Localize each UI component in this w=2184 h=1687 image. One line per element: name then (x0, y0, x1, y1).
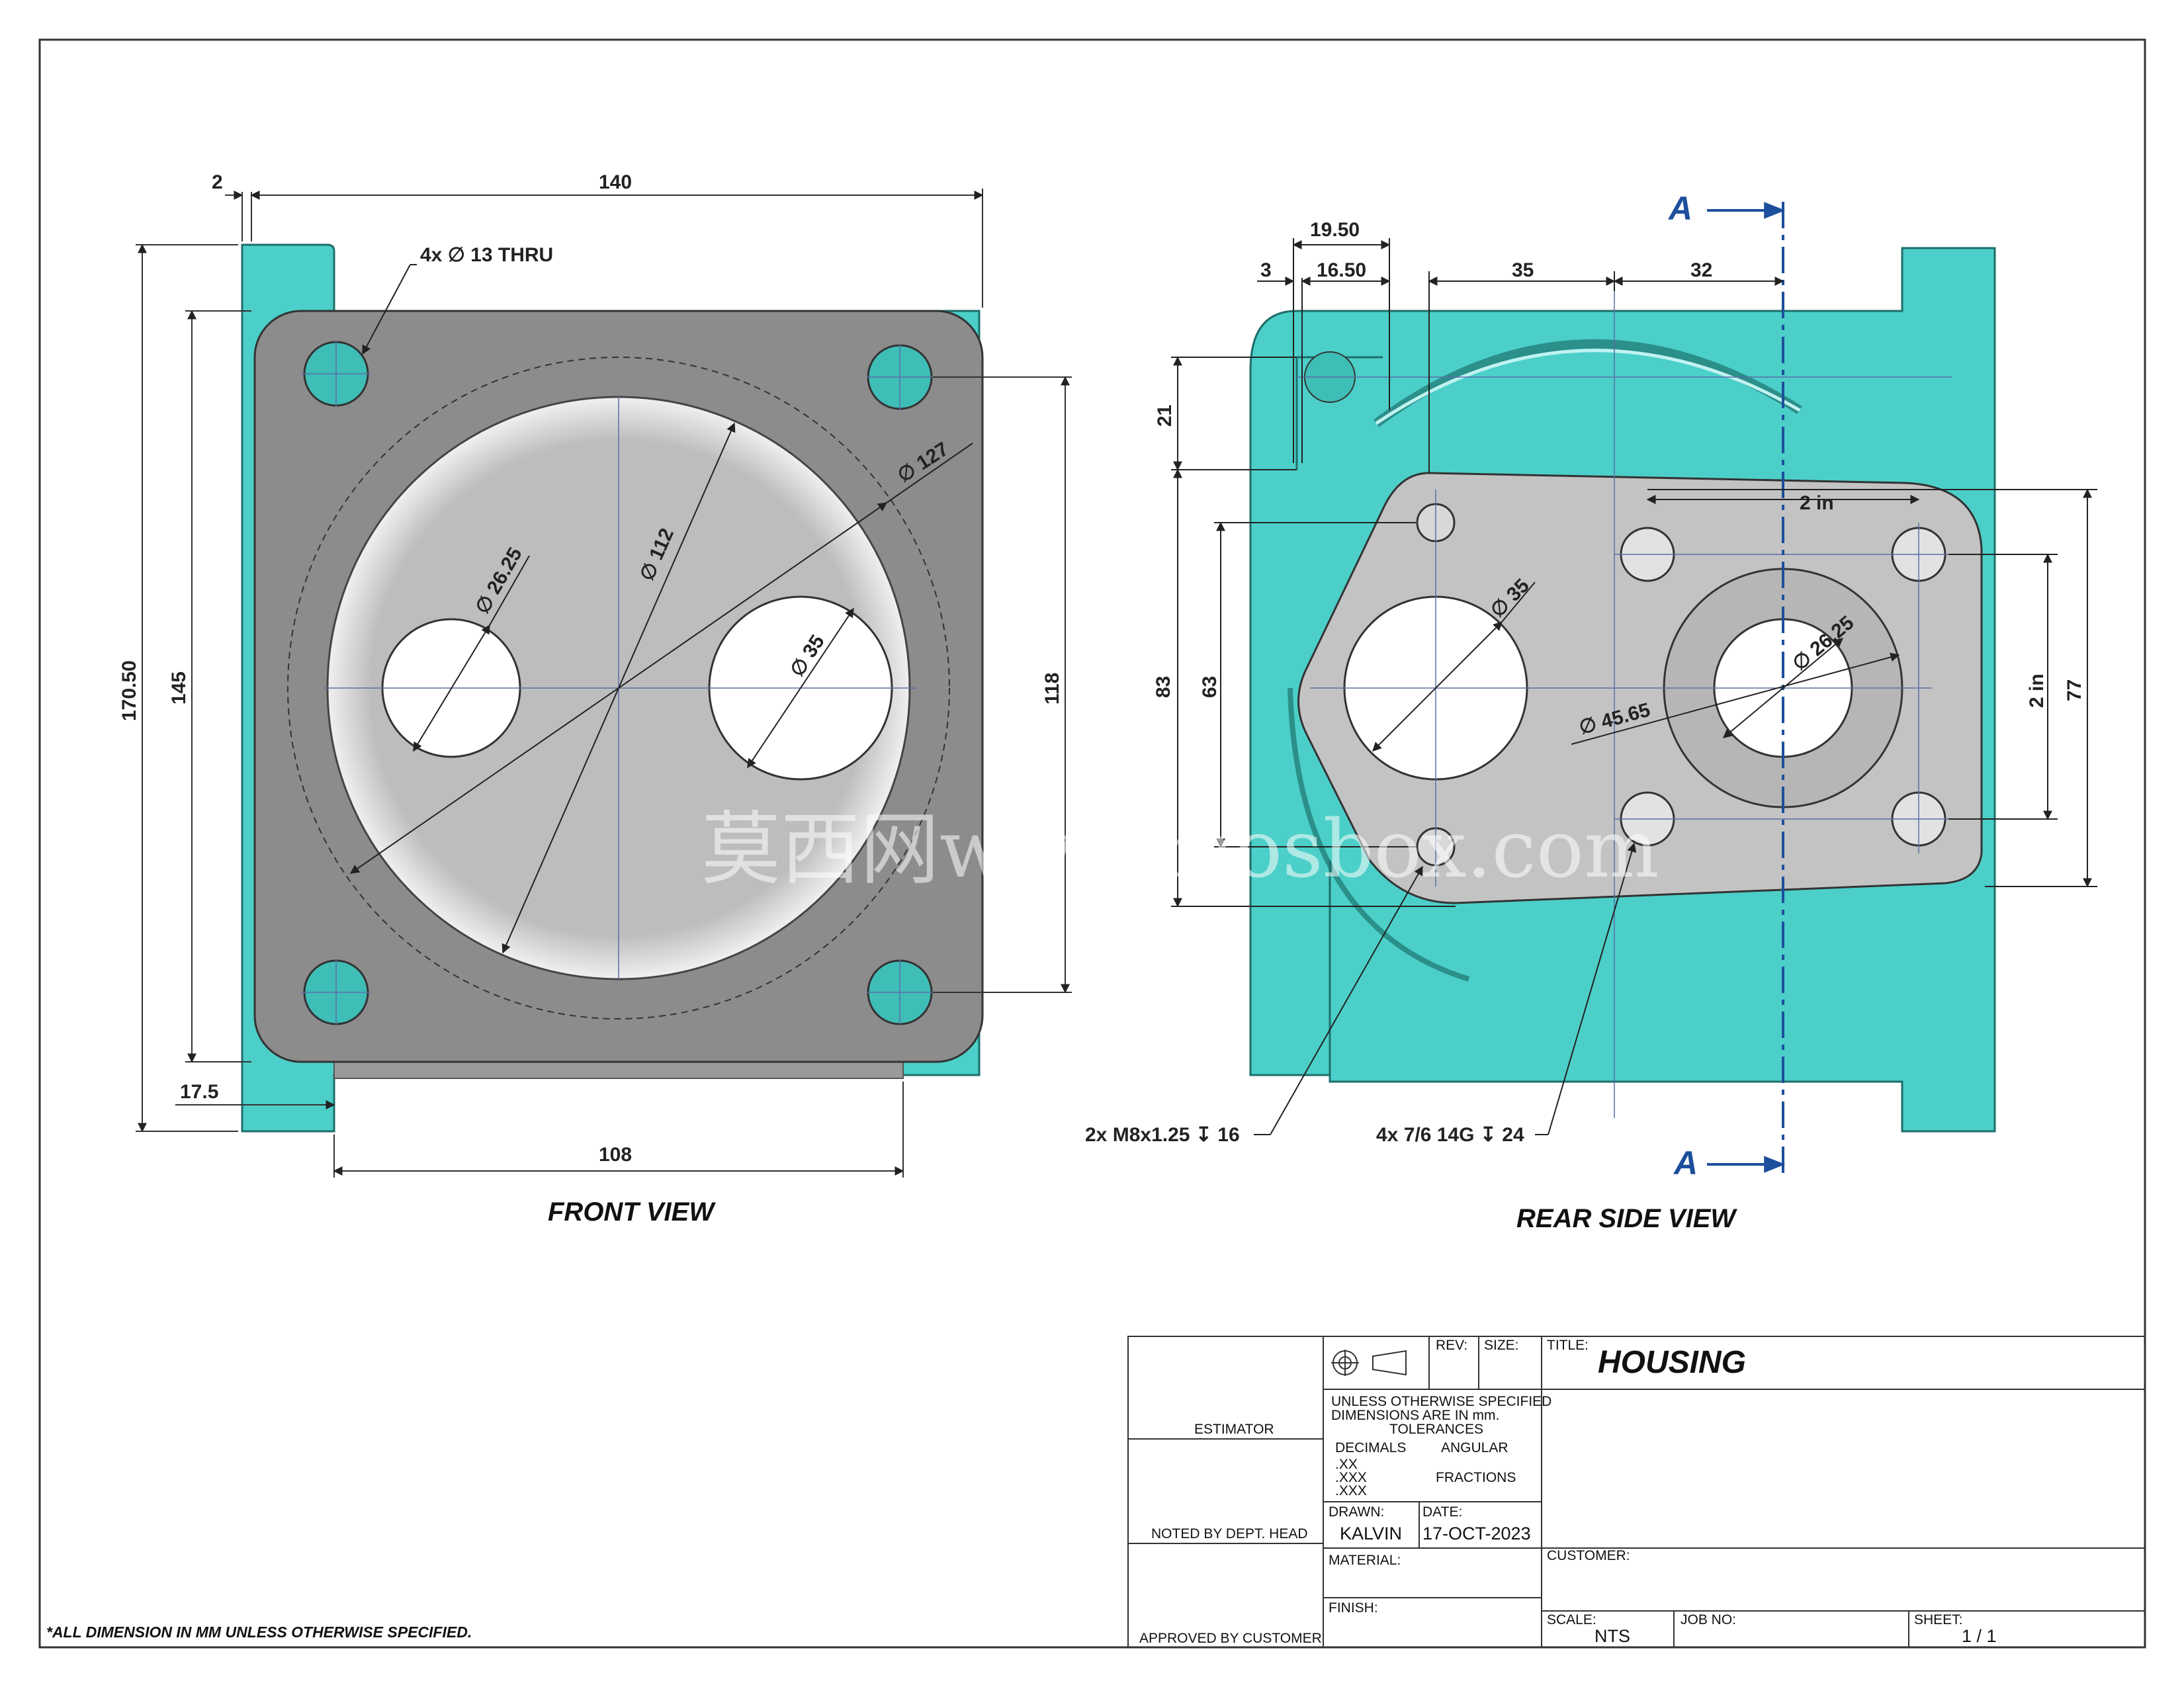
rear-view: A A (1085, 190, 2097, 1233)
dim-140: 140 (599, 171, 632, 193)
thread-callout-m8: 2x M8x1.25 ↧ 16 (1085, 1124, 1240, 1146)
svg-text:APPROVED BY CUSTOMER: APPROVED BY CUSTOMER (1139, 1631, 1322, 1646)
dim-19-50: 19.50 (1310, 219, 1360, 241)
svg-text:17-OCT-2023: 17-OCT-2023 (1422, 1524, 1531, 1543)
dim-108: 108 (599, 1144, 632, 1166)
svg-text:DIMENSIONS ARE IN mm.: DIMENSIONS ARE IN mm. (1331, 1408, 1499, 1423)
general-note: *ALL DIMENSION IN MM UNLESS OTHERWISE SP… (46, 1623, 472, 1641)
dim-3: 3 (1260, 259, 1272, 281)
svg-text:MATERIAL:: MATERIAL: (1329, 1553, 1401, 1568)
svg-text:DECIMALS: DECIMALS (1335, 1440, 1406, 1455)
svg-text:.XXX: .XXX (1335, 1483, 1367, 1498)
svg-text:JOB NO:: JOB NO: (1681, 1612, 1736, 1627)
svg-text:SHEET:: SHEET: (1914, 1612, 1963, 1627)
dim-2: 2 (212, 171, 223, 193)
svg-text:SIZE:: SIZE: (1484, 1338, 1519, 1353)
dim-32: 32 (1690, 259, 1712, 281)
dim-170-50: 170.50 (118, 660, 140, 721)
thread-callout-7-6: 4x 7/6 14G ↧ 24 (1376, 1124, 1524, 1146)
sheet-border (38, 38, 2146, 1649)
dim-17-5: 17.5 (180, 1081, 218, 1103)
front-view-title: FRONT VIEW (548, 1197, 716, 1227)
svg-text:TITLE:: TITLE: (1547, 1338, 1589, 1353)
section-label-bottom: A (1673, 1145, 1698, 1182)
svg-text:1 / 1: 1 / 1 (1962, 1626, 1997, 1646)
svg-text:FRACTIONS: FRACTIONS (1436, 1470, 1516, 1485)
dim-63: 63 (1199, 676, 1221, 698)
rear-view-title: REAR SIDE VIEW (1516, 1204, 1737, 1233)
dim-21: 21 (1154, 405, 1176, 427)
title-block-text: REV: SIZE: TITLE: HOUSING ESTIMATOR NOTE… (1139, 1338, 1997, 1646)
section-label-top: A (1667, 190, 1692, 227)
svg-text:CUSTOMER:: CUSTOMER: (1547, 1548, 1630, 1563)
svg-text:TOLERANCES: TOLERANCES (1389, 1422, 1483, 1437)
dim-118: 118 (1041, 673, 1063, 705)
title-block (1127, 1336, 2146, 1648)
svg-text:DATE:: DATE: (1422, 1504, 1462, 1520)
svg-text:.XXX: .XXX (1335, 1470, 1367, 1485)
dim-77: 77 (2064, 679, 2085, 701)
bolt-circle (287, 357, 950, 1019)
svg-text:FINISH:: FINISH: (1329, 1600, 1378, 1616)
svg-text:NOTED BY DEPT. HEAD: NOTED BY DEPT. HEAD (1151, 1526, 1308, 1541)
dim-35: 35 (1512, 259, 1534, 281)
dim-16-50: 16.50 (1317, 259, 1366, 281)
svg-text:SCALE:: SCALE: (1547, 1612, 1596, 1627)
dim-145: 145 (168, 671, 190, 705)
dim-83: 83 (1153, 676, 1174, 698)
svg-text:NTS: NTS (1594, 1626, 1630, 1646)
dim-4x-holes: 4x ∅ 13 THRU (420, 244, 553, 266)
watermark: 莫西网www.mosbox.com (701, 804, 1659, 896)
svg-text:KALVIN: KALVIN (1340, 1524, 1402, 1543)
svg-text:.XX: .XX (1335, 1457, 1358, 1472)
svg-text:DRAWN:: DRAWN: (1329, 1504, 1384, 1520)
dim-2in-side: 2 in (2026, 673, 2048, 708)
front-view: 2 140 4x ∅ 13 THRU ∅ 127 ∅ 112 ∅ 26.25 ∅… (118, 171, 1072, 1227)
dim-2in-top: 2 in (1800, 492, 1834, 514)
svg-text:ANGULAR: ANGULAR (1441, 1440, 1508, 1455)
svg-text:UNLESS OTHERWISE SPECIFIED: UNLESS OTHERWISE SPECIFIED (1331, 1394, 1551, 1409)
drawing-title: HOUSING (1598, 1345, 1746, 1380)
svg-text:ESTIMATOR: ESTIMATOR (1194, 1422, 1274, 1437)
svg-text:REV:: REV: (1436, 1338, 1467, 1353)
